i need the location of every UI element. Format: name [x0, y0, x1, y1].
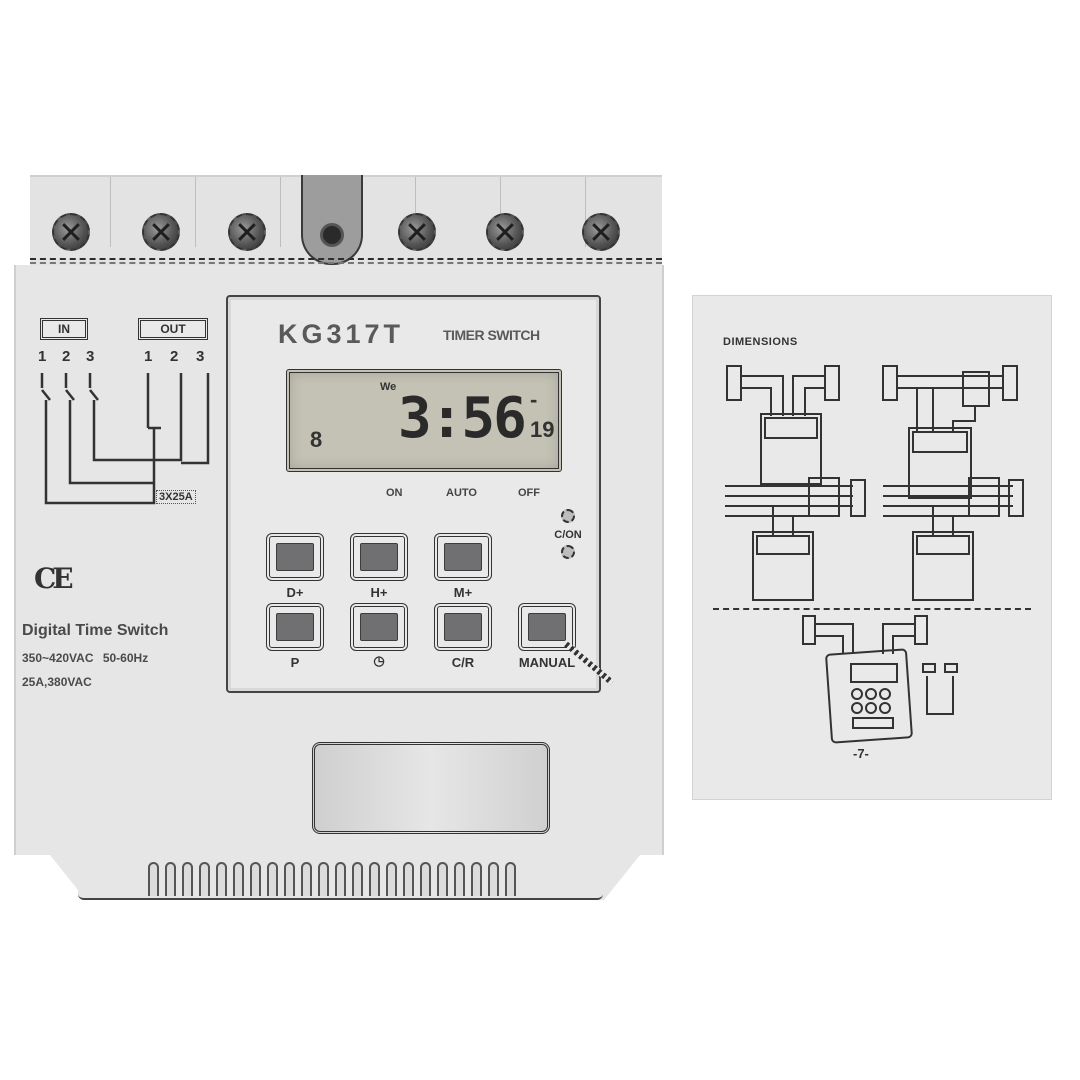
day-plus-label: D+: [286, 585, 304, 600]
minute-plus-label: M+: [453, 585, 473, 600]
manual-label: MANUAL: [518, 655, 576, 670]
page-number: -7-: [853, 746, 869, 761]
groove: [110, 177, 111, 247]
indicator-label: C/ON: [554, 529, 582, 541]
vent-tooth: [267, 862, 278, 896]
in-terminal-1: 1: [38, 348, 47, 365]
vent-tooth: [386, 862, 397, 896]
out-label: OUT: [138, 318, 208, 340]
vent-tooth: [335, 862, 346, 896]
in-label: IN: [40, 318, 88, 340]
vent-tooth: [318, 862, 329, 896]
status-indicator: C/ON: [548, 509, 588, 565]
current-rating: 3X25A: [156, 490, 196, 504]
vent-tooth: [165, 862, 176, 896]
terminal-screw-icon: [228, 213, 266, 251]
groove: [195, 177, 196, 247]
vent-tooth: [216, 862, 227, 896]
mode-auto-label: AUTO: [446, 487, 477, 499]
wiring-diagram: IN OUT 1 2 3 1 2 3 3X25A: [36, 318, 216, 513]
label-window: [312, 742, 550, 834]
wiring-diagrams-icon: [725, 365, 1024, 601]
front-faceplate: KG317T TIMER SWITCH We 3:56 - 19 8 ON AU…: [226, 295, 614, 693]
manual-page: DIMENSIONS: [692, 295, 1052, 800]
led-indicator-icon: [561, 545, 575, 559]
vent-tooth: [233, 862, 244, 896]
vent-tooth: [471, 862, 482, 896]
lcd-suffix-top: -: [530, 387, 538, 412]
terminal-screws: [30, 205, 662, 265]
cancel-recall-button[interactable]: [434, 603, 492, 651]
mode-off-label: OFF: [518, 487, 540, 499]
vent-tooth: [420, 862, 431, 896]
wiring-lines-icon: [40, 373, 210, 505]
vent-tooth: [182, 862, 193, 896]
vent-tooth: [250, 862, 261, 896]
vent-tooth: [403, 862, 414, 896]
program-circle-icon: P: [290, 655, 300, 670]
load-spec: 25A,380VAC: [22, 675, 92, 689]
ce-mark-icon: CE: [34, 562, 74, 595]
device-subtitle: TIMER SWITCH: [443, 327, 540, 343]
manual-title: DIMENSIONS: [723, 336, 798, 348]
din-rail-clip: [301, 175, 363, 265]
terminal-screw-icon: [142, 213, 180, 251]
mode-on-label: ON: [386, 487, 403, 499]
day-plus-button[interactable]: [266, 533, 324, 581]
terminal-screw-icon: [582, 213, 620, 251]
hour-plus-button[interactable]: [350, 533, 408, 581]
groove: [585, 177, 586, 247]
key-cap: [444, 613, 482, 641]
groove: [280, 177, 281, 247]
lcd-program-indicator: 8: [310, 427, 323, 452]
vent-tooth: [369, 862, 380, 896]
hour-plus-label: H+: [370, 585, 388, 600]
vent-tooth: [488, 862, 499, 896]
vent-tooth: [284, 862, 295, 896]
cancel-recall-label: C/R: [451, 655, 475, 670]
out-terminal-1: 1: [144, 348, 153, 365]
led-indicator-icon: [561, 509, 575, 523]
lcd-day-indicator: We: [380, 381, 397, 393]
key-cap: [360, 543, 398, 571]
model-number: KG317T: [278, 319, 405, 349]
groove: [500, 177, 501, 247]
device-connection-icon: [802, 615, 958, 744]
out-terminal-2: 2: [170, 348, 179, 365]
lcd-display: We 3:56 - 19 8: [286, 369, 562, 472]
terminal-rail-edge: [30, 258, 662, 264]
lcd-time: 3:56: [398, 386, 527, 451]
vent-tooth: [148, 862, 159, 896]
key-cap: [276, 613, 314, 641]
vent-tooth: [352, 862, 363, 896]
manual-divider: [713, 608, 1031, 611]
vent-tooth: [437, 862, 448, 896]
key-cap: [528, 613, 566, 641]
key-cap: [276, 543, 314, 571]
groove: [415, 177, 416, 247]
vent-tooth: [454, 862, 465, 896]
key-cap: [444, 543, 482, 571]
terminal-screw-icon: [52, 213, 90, 251]
vent-tooth: [199, 862, 210, 896]
in-terminal-2: 2: [62, 348, 71, 365]
out-terminal-3: 3: [196, 348, 205, 365]
lcd-seconds: 19: [530, 417, 555, 442]
terminal-screw-icon: [398, 213, 436, 251]
terminal-screw-icon: [486, 213, 524, 251]
keypad: D+ H+ M+ P ◷ C/R MANUAL: [266, 525, 596, 685]
vent-tooth: [505, 862, 516, 896]
clock-icon: ◷: [373, 653, 385, 668]
ventilation-comb: [148, 862, 516, 898]
voltage-spec: 350~420VAC 50-60Hz: [22, 651, 149, 665]
clock-button[interactable]: [350, 603, 408, 651]
vent-tooth: [301, 862, 312, 896]
program-button[interactable]: [266, 603, 324, 651]
product-name: Digital Time Switch: [22, 622, 169, 639]
key-cap: [360, 613, 398, 641]
minute-plus-button[interactable]: [434, 533, 492, 581]
in-terminal-3: 3: [86, 348, 95, 365]
clip-bolt-icon: [320, 223, 344, 247]
